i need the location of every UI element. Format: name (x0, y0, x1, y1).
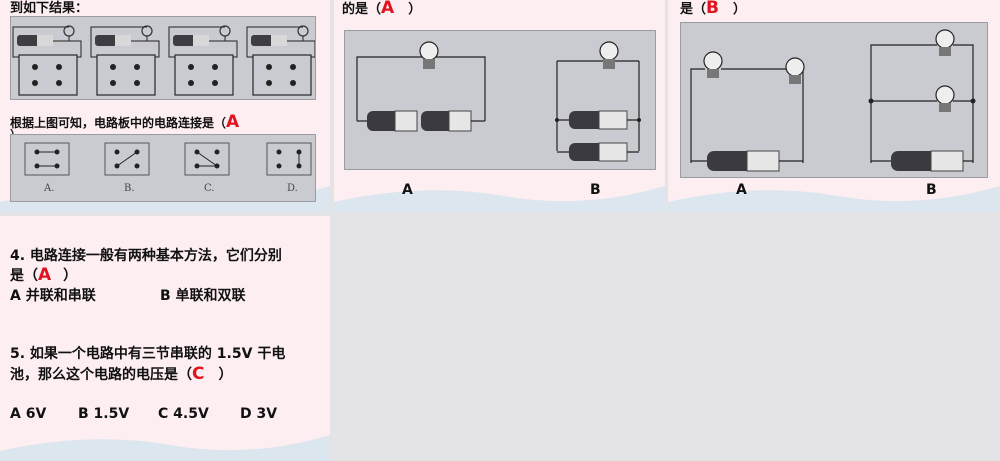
options-photo: A. B. C. D. (10, 134, 316, 202)
experiment-photo (10, 16, 316, 100)
slide-series-circuit: 的是（A） A B (334, 0, 665, 212)
slide-wave-decoration (0, 435, 330, 461)
q4-option-b: B 单联和双联 (160, 288, 246, 304)
caption-a: A (736, 182, 747, 198)
circuit-photo (680, 22, 988, 178)
q5-option-a: A 6V (10, 406, 47, 422)
option-label-d: D. (287, 183, 298, 194)
question-close: ） (408, 2, 422, 17)
slide2-top-text: 的是（A ） (342, 0, 421, 18)
q4-line2: 是（A ） (10, 265, 77, 286)
q4-line2-close: ） (63, 268, 78, 284)
q5-option-b: B 1.5V (78, 406, 130, 422)
slide1-mid-text: 根据上图可知，电路板中的电路连接是（A (10, 112, 239, 132)
option-label-a: A. (44, 183, 55, 194)
q5-option-d: D 3V (240, 406, 278, 422)
circuit-photo (344, 30, 656, 170)
slide1-top-text: 到如下结果： (10, 1, 89, 16)
q4-option-a: A 并联和串联 (10, 288, 96, 304)
mid-question-text: 根据上图可知，电路板中的电路连接是（ (10, 116, 227, 130)
slide-circuit-board: 到如下结果： 根据上图可知，电路板中的电路连接是（A ） (0, 0, 330, 212)
caption-b: B (926, 182, 937, 198)
slide-wave-decoration (668, 186, 1000, 212)
slide-wave-decoration (334, 186, 665, 212)
slide-quiz-questions: 4. 电路连接一般有两种基本方法，它们分别 是（A ） A 并联和串联 B 单联和… (0, 216, 330, 461)
q5-line1: 5. 如果一个电路中有三节串联的 1.5V 干电 (10, 346, 286, 362)
option-label-c: C. (204, 183, 215, 194)
q5-line2-close: ） (218, 367, 233, 383)
slide3-top-text: 是（B ） (680, 0, 746, 18)
q4-line2-text: 是（ (10, 268, 38, 284)
answer-mark: A (381, 0, 395, 18)
caption-b: B (590, 182, 601, 198)
q5-option-c: C 4.5V (158, 406, 209, 422)
q5-answer-mark: C (192, 364, 205, 384)
q5-line2-text: 池，那么这个电路的电压是（ (10, 367, 192, 383)
answer-mark: A (226, 112, 240, 132)
caption-a: A (402, 182, 413, 198)
slide-parallel-circuit: 是（B） A B (668, 0, 1000, 212)
question-close: ） (732, 2, 746, 17)
answer-mark: B (706, 0, 719, 18)
question-text: 的是（ (342, 2, 382, 17)
option-label-b: B. (124, 183, 135, 194)
question-text: 是（ (680, 2, 707, 17)
q4-line1: 4. 电路连接一般有两种基本方法，它们分别 (10, 248, 282, 264)
q4-answer-mark: A (38, 265, 52, 285)
q5-line2: 池，那么这个电路的电压是（C ） (10, 364, 232, 385)
